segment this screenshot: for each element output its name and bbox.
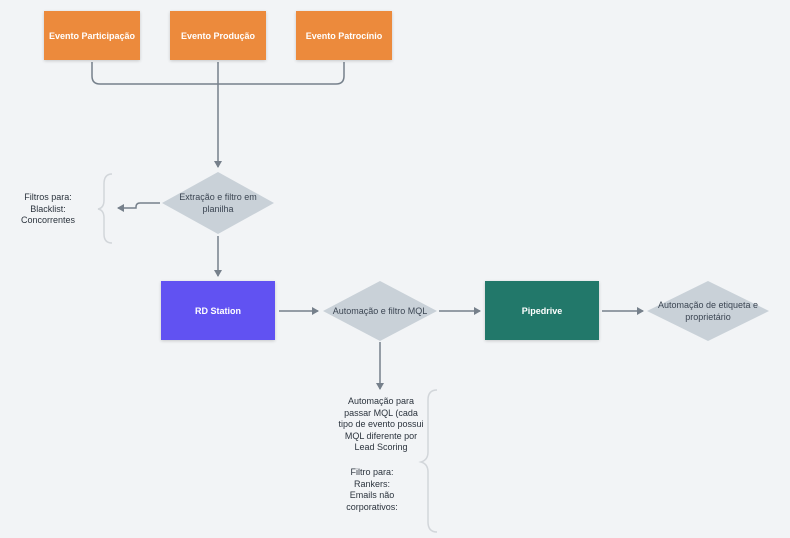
note-line: Filtro para: xyxy=(350,467,394,477)
note-line: tipo de evento possui xyxy=(338,419,424,429)
extracao-label: Extração e filtro em planilha xyxy=(172,186,264,220)
evento-participacao-node[interactable]: Evento Participação xyxy=(44,11,140,60)
diamond-extracao[interactable] xyxy=(162,172,274,234)
connector-participacao xyxy=(91,62,218,85)
connector-patrocinio xyxy=(218,62,345,85)
evento-producao-label: Evento Produção xyxy=(180,30,255,41)
note-line: Automação para xyxy=(347,396,415,406)
automacao-mql-text: Automação e filtro MQL xyxy=(332,306,428,316)
rd-station-label: RD Station xyxy=(195,305,241,316)
note-line: Emails não xyxy=(349,490,395,500)
rd-station-node[interactable]: RD Station xyxy=(161,281,275,340)
note-line: Filtros para: xyxy=(24,192,72,202)
note-line: corporativos: xyxy=(346,501,398,512)
connector-to-filtros-note xyxy=(117,202,160,212)
diamond-automacao-etiqueta[interactable] xyxy=(647,281,769,341)
note-line: passar MQL (cada xyxy=(344,407,418,418)
automacao-etiqueta-text: Automação de etiqueta e proprietário xyxy=(657,300,759,322)
pipedrive-label: Pipedrive xyxy=(521,305,563,316)
extracao-text: Extração e filtro em planilha xyxy=(179,192,257,214)
automacao-etiqueta-label: Automação de etiqueta e proprietário xyxy=(652,294,764,328)
evento-patrocinio-node[interactable]: Evento Patrocínio xyxy=(296,11,392,60)
note-line: Rankers: xyxy=(353,478,390,489)
filtros-blacklist-note: Filtros para: Blacklist: Concorrentes xyxy=(14,192,82,227)
evento-producao-node[interactable]: Evento Produção xyxy=(170,11,266,60)
pipedrive-node[interactable]: Pipedrive xyxy=(485,281,599,340)
evento-patrocinio-label: Evento Patrocínio xyxy=(305,30,383,41)
bracket-filtros xyxy=(97,173,113,244)
note-line: MQL diferente por xyxy=(344,430,418,441)
lead-scoring-note: Automação para passar MQL (cada tipo de … xyxy=(316,396,446,454)
diamond-automacao-mql[interactable] xyxy=(323,281,437,341)
note-line: Blacklist: xyxy=(30,203,66,214)
automacao-mql-label: Automação e filtro MQL xyxy=(326,300,434,322)
note-line: Concorrentes xyxy=(20,215,76,225)
bracket-lead-scoring xyxy=(418,389,438,533)
filtro-rankers-note: Filtro para: Rankers: Emails não corpora… xyxy=(322,467,422,513)
note-line: Lead Scoring xyxy=(354,442,408,452)
evento-participacao-label: Evento Participação xyxy=(48,30,136,41)
